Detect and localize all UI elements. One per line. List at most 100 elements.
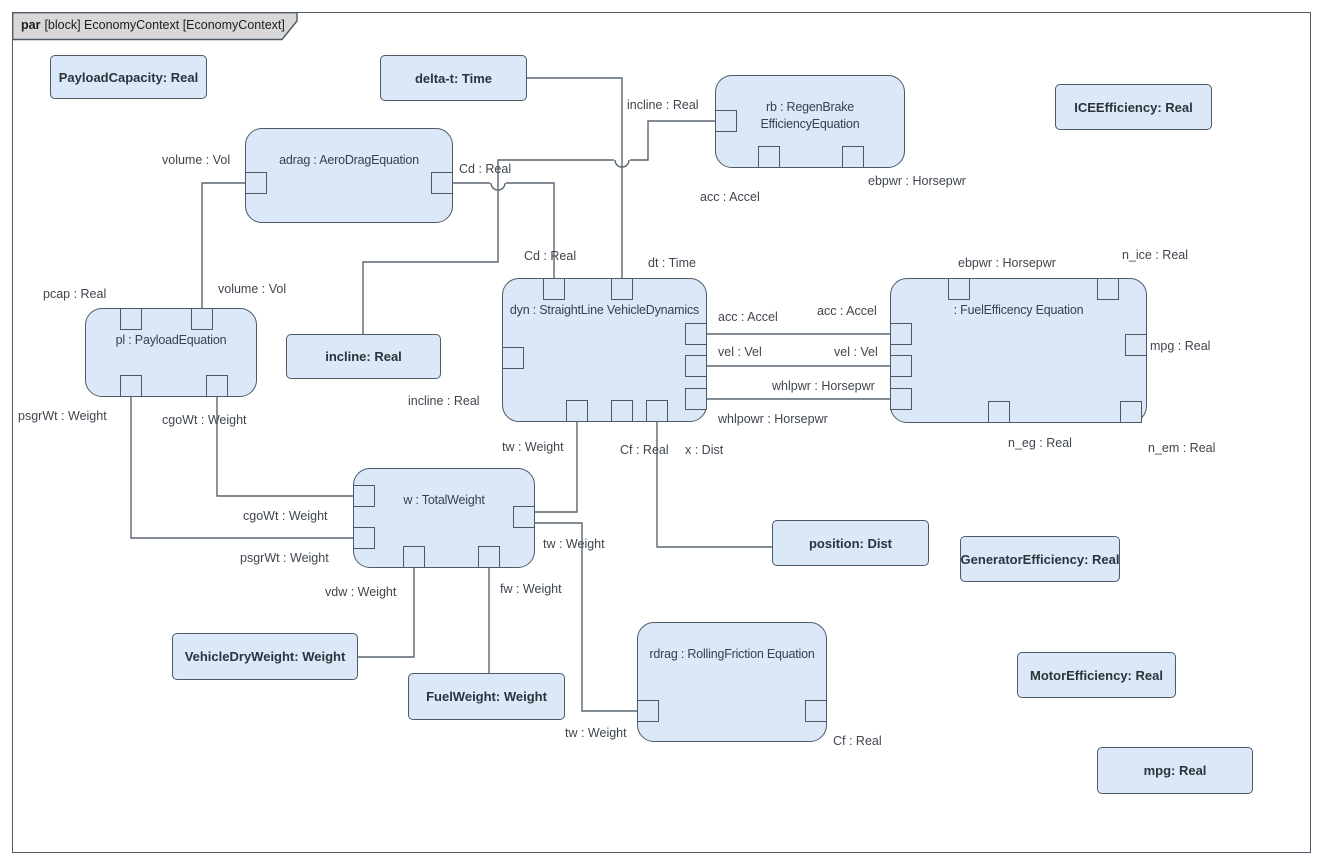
- port-fuel-vel[interactable]: [890, 355, 912, 377]
- connector-label: volume : Vol: [162, 153, 231, 167]
- port-fuel-nice[interactable]: [1097, 278, 1119, 300]
- connector-label: ebpwr : Horsepwr: [958, 256, 1056, 270]
- port-fuel-ebpwr[interactable]: [948, 278, 970, 300]
- connector-label: incline : Real: [627, 98, 699, 112]
- port-dyn-x[interactable]: [646, 400, 668, 422]
- constraint-block-title: rdrag : RollingFriction Equation: [649, 647, 815, 661]
- constraint-block-title: dyn : StraightLine VehicleDynamics: [509, 303, 700, 317]
- port-pl-pcap[interactable]: [120, 308, 142, 330]
- connector-label: acc : Accel: [817, 304, 877, 318]
- port-rb-ebpwr[interactable]: [842, 146, 864, 168]
- diagram-frame: [12, 12, 1311, 853]
- connector-label: volume : Vol: [218, 282, 287, 296]
- connector-pl-cgowt-to-w[interactable]: [216, 397, 353, 497]
- port-adrag-cd[interactable]: [431, 172, 453, 194]
- port-w-fw[interactable]: [478, 546, 500, 568]
- connector-label: acc : Accel: [718, 310, 778, 324]
- connector-label: mpg : Real: [1150, 339, 1211, 353]
- frame-tab-keyword: par: [21, 18, 41, 32]
- value-block-mpg[interactable]: mpg: Real: [1097, 747, 1253, 794]
- port-w-tw[interactable]: [513, 506, 535, 528]
- diagram-frame-tab: par[block] EconomyContext [EconomyContex…: [11, 11, 302, 41]
- connector-label: psgrWt : Weight: [240, 551, 329, 565]
- port-rb-acc[interactable]: [758, 146, 780, 168]
- port-fuel-mpg[interactable]: [1125, 334, 1147, 356]
- value-block-vehicledryweight[interactable]: VehicleDryWeight: Weight: [172, 633, 358, 680]
- port-dyn-whlpowr[interactable]: [685, 388, 707, 410]
- connector-label: ebpwr : Horsepwr: [868, 174, 966, 188]
- port-dyn-cf[interactable]: [611, 400, 633, 422]
- constraint-block-adrag[interactable]: adrag : AeroDragEquation: [245, 128, 453, 223]
- connector-label: pcap : Real: [43, 287, 107, 301]
- frame-tab-title: [block] EconomyContext [EconomyContext]: [44, 18, 285, 32]
- port-rdrag-cf[interactable]: [805, 700, 827, 722]
- connector-adrag-volume-to-pl[interactable]: [201, 182, 245, 308]
- port-fuel-whlpwr[interactable]: [890, 388, 912, 410]
- constraint-block-dyn[interactable]: dyn : StraightLine VehicleDynamics: [502, 278, 707, 422]
- connector-label: Cd : Real: [459, 162, 512, 176]
- port-pl-volume[interactable]: [191, 308, 213, 330]
- value-block-motorefficiency[interactable]: MotorEfficiency: Real: [1017, 652, 1176, 698]
- constraint-block-title: pl : PayloadEquation: [115, 333, 227, 347]
- constraint-block-w[interactable]: w : TotalWeight: [353, 468, 535, 568]
- port-w-psgrwt[interactable]: [353, 527, 375, 549]
- value-block-delta-t[interactable]: delta-t: Time: [380, 55, 527, 101]
- connector-label: x : Dist: [685, 443, 724, 457]
- connector-label: n_em : Real: [1148, 441, 1216, 455]
- connector-pl-psgrwt-to-w[interactable]: [130, 397, 353, 539]
- connector-label: tw : Weight: [502, 440, 564, 454]
- constraint-block-pl[interactable]: pl : PayloadEquation: [85, 308, 257, 397]
- port-pl-cgowt[interactable]: [206, 375, 228, 397]
- port-w-vdw[interactable]: [403, 546, 425, 568]
- connector-label: vel : Vel: [834, 345, 878, 359]
- constraint-block-rb[interactable]: rb : RegenBrake EfficiencyEquation: [715, 75, 905, 168]
- connector-w-tw-to-dyn[interactable]: [535, 422, 578, 513]
- connector-deltat-to-dyn-dt[interactable]: [527, 77, 623, 278]
- connector-label: Cf : Real: [833, 734, 882, 748]
- constraint-block-title: rb : RegenBrake EfficiencyEquation: [760, 100, 860, 131]
- connector-incline-to-rb[interactable]: [362, 120, 715, 334]
- connector-label: acc : Accel: [700, 190, 760, 204]
- connector-label: vdw : Weight: [325, 585, 397, 599]
- connector-label: Cf : Real: [620, 443, 669, 457]
- port-adrag-volume[interactable]: [245, 172, 267, 194]
- connector-label: Cd : Real: [524, 249, 577, 263]
- port-dyn-acc[interactable]: [685, 323, 707, 345]
- connector-label: whlpwr : Horsepwr: [772, 379, 875, 393]
- value-block-fuelweight[interactable]: FuelWeight: Weight: [408, 673, 565, 720]
- connector-label: cgoWt : Weight: [243, 509, 328, 523]
- port-pl-psgrwt[interactable]: [120, 375, 142, 397]
- constraint-block-fuel[interactable]: : FuelEfficency Equation: [890, 278, 1147, 423]
- connector-label: cgoWt : Weight: [162, 413, 247, 427]
- port-dyn-tw[interactable]: [566, 400, 588, 422]
- port-rdrag-tw[interactable]: [637, 700, 659, 722]
- port-dyn-incline[interactable]: [502, 347, 524, 369]
- constraint-block-title: adrag : AeroDragEquation: [279, 153, 419, 167]
- port-fuel-neg[interactable]: [988, 401, 1010, 423]
- value-block-generatorefficiency[interactable]: GeneratorEfficiency: Real: [960, 536, 1120, 582]
- value-block-payloadcapacity[interactable]: PayloadCapacity: Real: [50, 55, 207, 99]
- value-block-incline[interactable]: incline: Real: [286, 334, 441, 379]
- port-dyn-vel[interactable]: [685, 355, 707, 377]
- connector-w-tw-to-rdrag[interactable]: [535, 522, 637, 712]
- value-block-position[interactable]: position: Dist: [772, 520, 929, 566]
- connector-label: tw : Weight: [565, 726, 627, 740]
- constraint-block-rdrag[interactable]: rdrag : RollingFriction Equation: [637, 622, 827, 742]
- value-block-iceefficiency[interactable]: ICEEfficiency: Real: [1055, 84, 1212, 130]
- port-w-cgowt[interactable]: [353, 485, 375, 507]
- port-fuel-nem[interactable]: [1120, 401, 1142, 423]
- connector-label: n_eg : Real: [1008, 436, 1072, 450]
- connector-dyn-x-to-position[interactable]: [656, 422, 772, 548]
- connector-label: dt : Time: [648, 256, 696, 270]
- port-fuel-acc[interactable]: [890, 323, 912, 345]
- port-dyn-dt[interactable]: [611, 278, 633, 300]
- connector-label: tw : Weight: [543, 537, 605, 551]
- connector-adrag-cd-to-dyn[interactable]: [453, 182, 555, 278]
- frame-tab-shape: [11, 11, 298, 41]
- constraint-block-title: : FuelEfficency Equation: [953, 303, 1084, 317]
- connector-w-vdw-to-vehicledryweight[interactable]: [358, 568, 415, 658]
- connector-label: incline : Real: [408, 394, 480, 408]
- port-dyn-cd[interactable]: [543, 278, 565, 300]
- port-rb-incline[interactable]: [715, 110, 737, 132]
